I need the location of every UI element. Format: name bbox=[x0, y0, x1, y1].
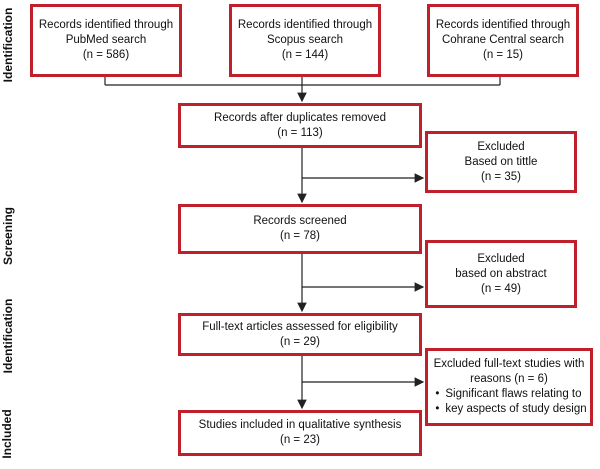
excluded-fulltext-box: Excluded full-text studies with reasons … bbox=[425, 348, 593, 426]
source-cohrane-box: Records identified through Cohrane Centr… bbox=[427, 4, 579, 77]
included-studies-count: (n = 23) bbox=[280, 434, 320, 446]
duplicates-removed-label: Records after duplicates removed bbox=[214, 111, 386, 124]
source-scopus-box: Records identified through Scopus search… bbox=[229, 4, 381, 77]
included-studies-label: Studies included in qualitative synthesi… bbox=[198, 419, 402, 431]
excluded-fulltext-reasons: Significant flaws relating to key aspect… bbox=[431, 387, 586, 417]
source-cohrane-label-1: Records identified through bbox=[435, 19, 571, 31]
stage-label-identification-mid: Identification bbox=[1, 298, 15, 374]
excluded-fulltext-label-2: reasons (n = 6) bbox=[470, 373, 548, 385]
duplicates-removed-box: Records after duplicates removed (n = 11… bbox=[178, 103, 422, 148]
screened-count: (n = 78) bbox=[280, 230, 320, 242]
source-pubmed-count: (n = 586) bbox=[82, 49, 130, 61]
source-pubmed-label-1: Records identified through bbox=[38, 19, 174, 31]
excluded-fulltext-reason: key aspects of study design bbox=[435, 402, 586, 417]
excluded-title-count: (n = 35) bbox=[481, 170, 521, 183]
source-pubmed-label-2: PubMed search bbox=[65, 34, 147, 46]
fulltext-count: (n = 29) bbox=[280, 335, 320, 348]
excluded-title-label-2: Based on tittle bbox=[464, 155, 538, 168]
stage-label-identification-top: Identification bbox=[1, 7, 15, 83]
excluded-fulltext-reason: Significant flaws relating to bbox=[435, 387, 586, 402]
source-scopus-label-2: Scopus search bbox=[266, 34, 344, 46]
fulltext-label: Full-text articles assessed for eligibil… bbox=[202, 320, 398, 333]
fulltext-box: Full-text articles assessed for eligibil… bbox=[178, 313, 422, 356]
stage-label-screening: Screening bbox=[1, 206, 15, 266]
excluded-abstract-label-1: Excluded bbox=[477, 252, 525, 265]
included-studies-box: Studies included in qualitative synthesi… bbox=[178, 410, 422, 456]
duplicates-removed-count: (n = 113) bbox=[277, 126, 323, 139]
source-cohrane-label-2: Cohrane Central search bbox=[441, 34, 565, 46]
source-pubmed-box: Records identified through PubMed search… bbox=[30, 4, 182, 77]
stage-label-included: Included bbox=[0, 409, 14, 459]
excluded-abstract-box: Excluded based on abstract (n = 49) bbox=[425, 240, 577, 308]
screened-label: Records screened bbox=[253, 215, 347, 227]
source-cohrane-count: (n = 15) bbox=[483, 49, 523, 61]
screened-box: Records screened (n = 78) bbox=[178, 204, 422, 254]
excluded-title-box: Excluded Based on tittle (n = 35) bbox=[425, 131, 577, 193]
source-scopus-count: (n = 144) bbox=[281, 49, 329, 61]
excluded-abstract-label-2: based on abstract bbox=[455, 267, 547, 280]
excluded-abstract-count: (n = 49) bbox=[481, 282, 521, 295]
source-scopus-label-1: Records identified through bbox=[237, 19, 373, 31]
excluded-fulltext-label-1: Excluded full-text studies with bbox=[433, 358, 585, 370]
excluded-title-label-1: Excluded bbox=[477, 140, 525, 153]
